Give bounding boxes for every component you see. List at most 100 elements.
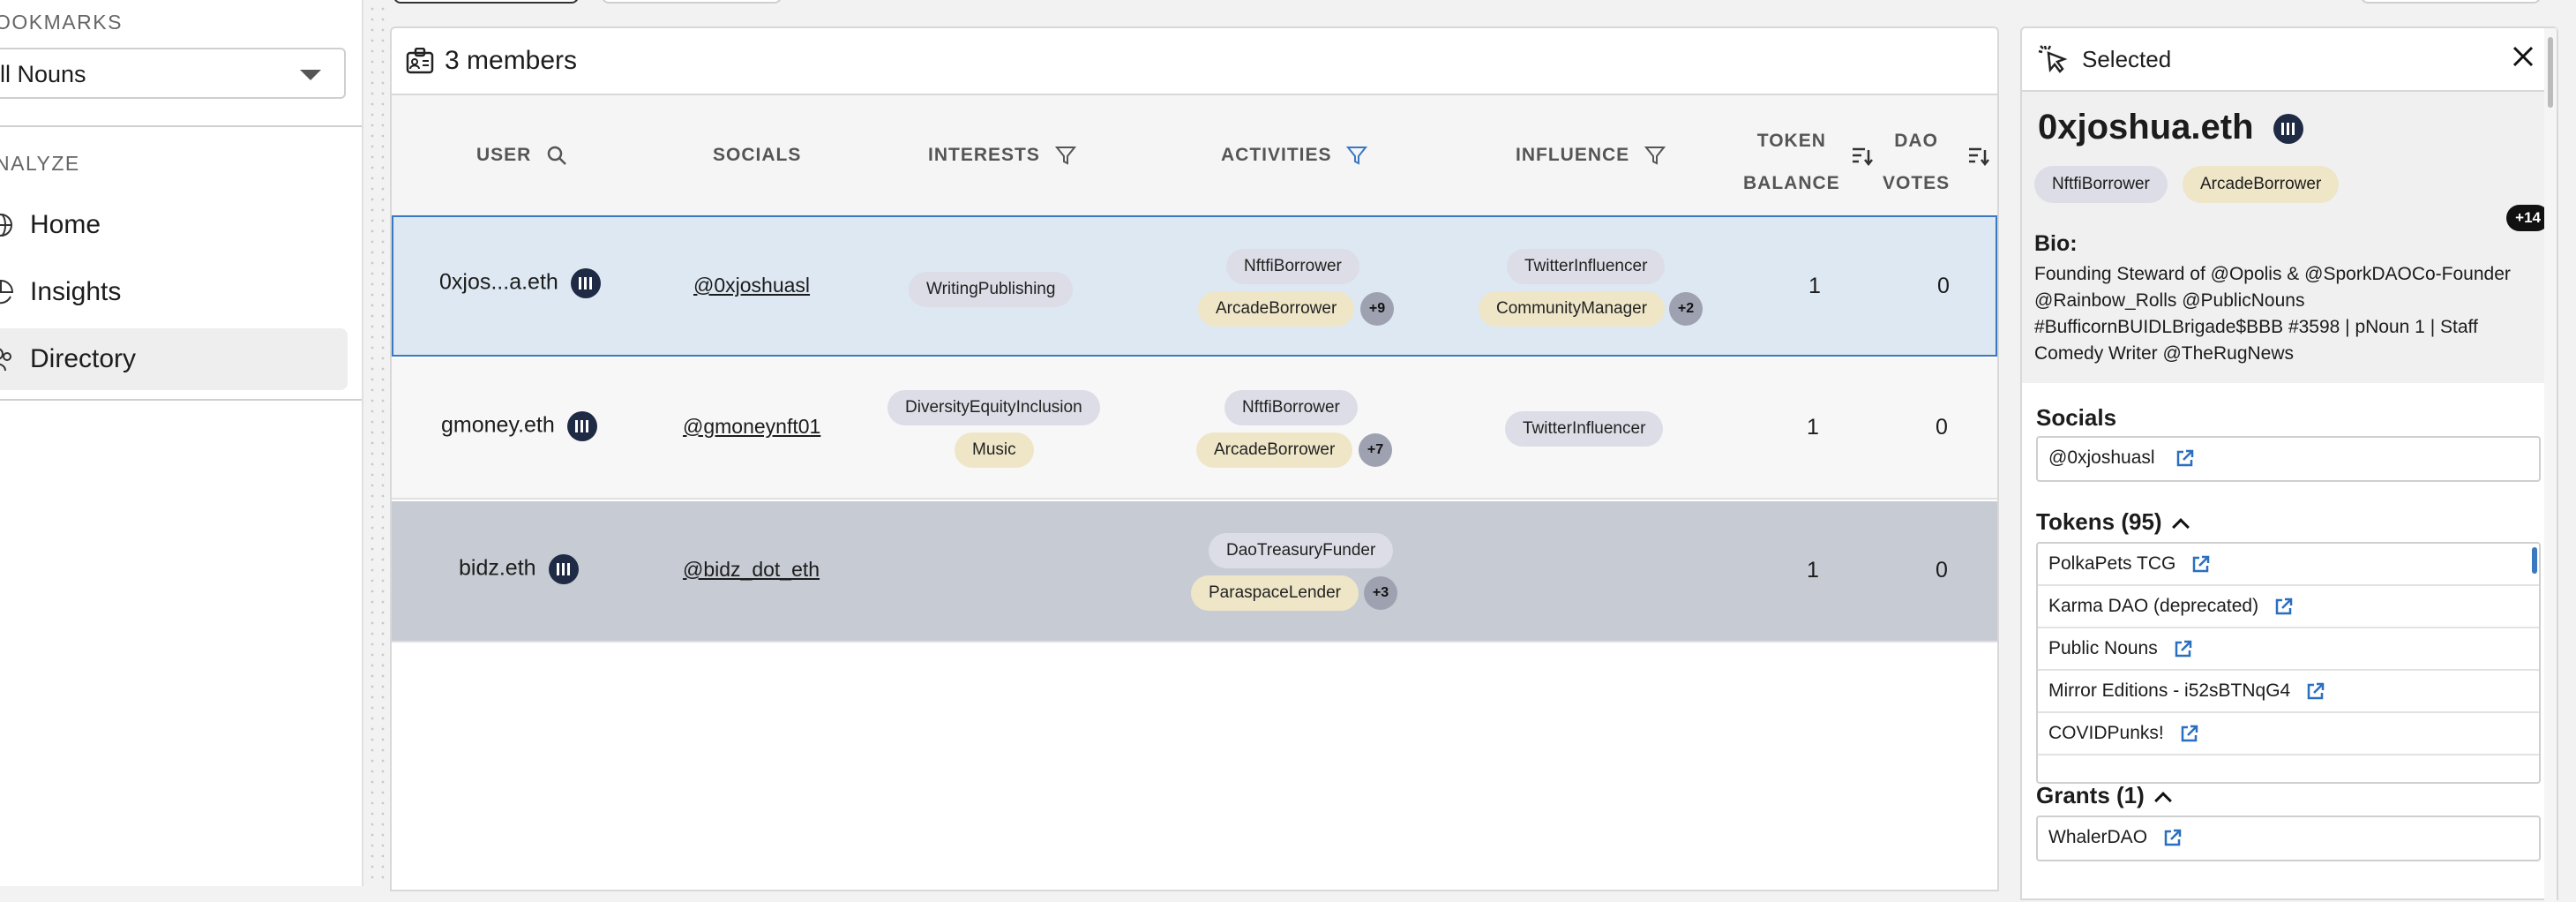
globe-icon <box>0 214 12 237</box>
filter-icon[interactable] <box>1346 145 1368 166</box>
nav-item-directory[interactable]: Directory <box>0 328 348 390</box>
bookmark-select-value: ll Nouns <box>0 61 86 87</box>
dao-votes-value: 0 <box>1936 415 1948 440</box>
col-balance-label: BALANCE <box>1743 173 1840 193</box>
close-icon[interactable] <box>2511 44 2535 69</box>
external-link-icon[interactable] <box>2191 554 2211 574</box>
social-link[interactable]: @gmoneynft01 <box>683 415 821 438</box>
external-link-icon[interactable] <box>2163 828 2183 847</box>
user-cell[interactable]: gmoney.eth <box>441 411 597 441</box>
social-link[interactable]: @bidz_dot_eth <box>683 558 820 581</box>
list-item[interactable]: PolkaPets TCG <box>2038 544 2539 586</box>
nav-item-home[interactable]: Home <box>0 194 348 256</box>
influence-chip: CommunityManager <box>1479 291 1666 327</box>
external-link-icon[interactable] <box>2174 639 2193 658</box>
external-link-icon[interactable] <box>2274 597 2294 616</box>
bookmark-select[interactable]: ll Nouns <box>0 48 346 99</box>
list-item[interactable]: Mirror Editions - i52sBTNqG4 <box>2038 671 2539 713</box>
members-panel: 3 members USER SOCIALS INTERESTS ACTIVIT… <box>390 26 1999 891</box>
toolbar-button-right[interactable] <box>2361 0 2541 4</box>
divider <box>0 399 362 401</box>
col-user-label: USER <box>476 145 532 165</box>
dao-votes-value: 0 <box>1937 274 1950 298</box>
nav-item-insights[interactable]: Insights <box>0 261 348 323</box>
token-balance-value: 1 <box>1807 558 1819 583</box>
col-dao-label: DAO <box>1894 131 1938 151</box>
social-handle: @0xjoshuasl <box>2048 447 2155 468</box>
table-row[interactable]: gmoney.eth @gmoneynft01 DiversityEquityI… <box>392 358 1997 500</box>
detail-header: Selected <box>2022 28 2557 92</box>
more-badge[interactable]: +3 <box>1364 576 1397 610</box>
resize-strip[interactable] <box>363 0 390 886</box>
list-item[interactable]: COVIDPunks! <box>2038 713 2539 755</box>
tokens-scrollbar[interactable] <box>2532 547 2537 574</box>
id-card-icon <box>406 48 434 74</box>
col-dao-votes: DAO VOTES <box>1883 120 1950 205</box>
more-badge[interactable]: +9 <box>1360 292 1394 326</box>
social-link[interactable]: @0xjoshuasl <box>693 274 811 297</box>
avatar <box>566 411 597 441</box>
avatar <box>548 554 579 584</box>
dao-votes-value: 0 <box>1936 558 1948 583</box>
chart-icon <box>0 279 14 304</box>
profile-name: 0xjoshua.eth <box>2038 108 2303 147</box>
tokens-title[interactable]: Tokens (95) <box>2036 508 2190 536</box>
token-balance-value: 1 <box>1807 415 1819 440</box>
token-balance-value: 1 <box>1808 274 1821 298</box>
toolbar-button-secondary[interactable] <box>602 0 782 4</box>
col-influence: INFLUENCE <box>1516 145 1666 166</box>
table-row[interactable]: 0xjos...a.eth @0xjoshuasl WritingPublish… <box>392 215 1997 357</box>
panel-scrollbar[interactable] <box>2544 28 2557 902</box>
user-name: 0xjos...a.eth <box>439 269 558 295</box>
table-row[interactable]: bidz.eth @bidz_dot_eth DaoTreasuryFunder… <box>392 501 1997 643</box>
toolbar-button-primary[interactable] <box>393 0 579 4</box>
filter-icon[interactable] <box>1644 145 1666 166</box>
profile-summary: 0xjoshua.eth NftfiBorrower ArcadeBorrowe… <box>2022 92 2557 383</box>
socials-list: @0xjoshuasl <box>2036 436 2541 482</box>
col-activities: ACTIVITIES <box>1221 145 1368 166</box>
bookmarks-section-title: OOKMARKS <box>0 11 123 34</box>
col-interests-label: INTERESTS <box>928 145 1040 165</box>
col-votes-label: VOTES <box>1883 173 1951 193</box>
search-icon[interactable] <box>546 145 567 166</box>
grants-title[interactable]: Grants (1) <box>2036 782 2172 809</box>
token-name: COVIDPunks! <box>2048 723 2164 743</box>
col-interests: INTERESTS <box>928 145 1076 166</box>
sort-icon[interactable] <box>1967 145 1990 166</box>
bio-title: Bio: <box>2034 231 2078 256</box>
profile-name-text: 0xjoshua.eth <box>2038 108 2254 147</box>
activity-chip: ParaspaceLender <box>1191 575 1359 611</box>
activity-chip: NftfiBorrower <box>1224 390 1358 425</box>
tokens-list: PolkaPets TCG Karma DAO (deprecated) Pub… <box>2036 542 2541 784</box>
filter-icon[interactable] <box>1054 145 1076 166</box>
list-item[interactable]: WhalerDAO <box>2038 817 2539 860</box>
col-token-label: TOKEN <box>1756 131 1826 151</box>
sort-icon[interactable] <box>1851 145 1874 166</box>
token-name: PolkaPets TCG <box>2048 553 2176 574</box>
more-badge[interactable]: +14 <box>2506 205 2550 231</box>
col-influence-label: INFLUENCE <box>1516 145 1630 165</box>
more-badge[interactable]: +2 <box>1669 292 1703 326</box>
scrollbar-thumb[interactable] <box>2548 37 2553 108</box>
user-cell[interactable]: bidz.eth <box>459 554 579 584</box>
more-badge[interactable]: +7 <box>1359 433 1392 467</box>
chevron-down-icon <box>300 70 321 80</box>
tokens-title-text: Tokens (95) <box>2036 508 2162 535</box>
external-link-icon[interactable] <box>2175 448 2195 468</box>
bio-text: Founding Steward of @Opolis & @SporkDAOC… <box>2034 264 2511 364</box>
list-item[interactable]: Public Nouns <box>2038 628 2539 671</box>
interest-chip: WritingPublishing <box>909 272 1074 307</box>
chevron-up-icon <box>2153 792 2172 809</box>
user-name: bidz.eth <box>459 555 536 581</box>
list-item[interactable]: Karma DAO (deprecated) <box>2038 586 2539 628</box>
analyze-section-title: NALYZE <box>0 152 80 175</box>
list-item[interactable]: @0xjoshuasl <box>2038 438 2539 480</box>
selected-detail-panel: Selected 0xjoshua.eth NftfiBorrower Arca… <box>2020 26 2558 902</box>
token-name: Mirror Editions - i52sBTNqG4 <box>2048 680 2291 701</box>
divider <box>0 125 362 127</box>
user-cell[interactable]: 0xjos...a.eth <box>439 268 601 298</box>
users-icon <box>0 348 11 372</box>
external-link-icon[interactable] <box>2306 681 2325 701</box>
avatar <box>570 268 601 298</box>
external-link-icon[interactable] <box>2180 724 2199 743</box>
